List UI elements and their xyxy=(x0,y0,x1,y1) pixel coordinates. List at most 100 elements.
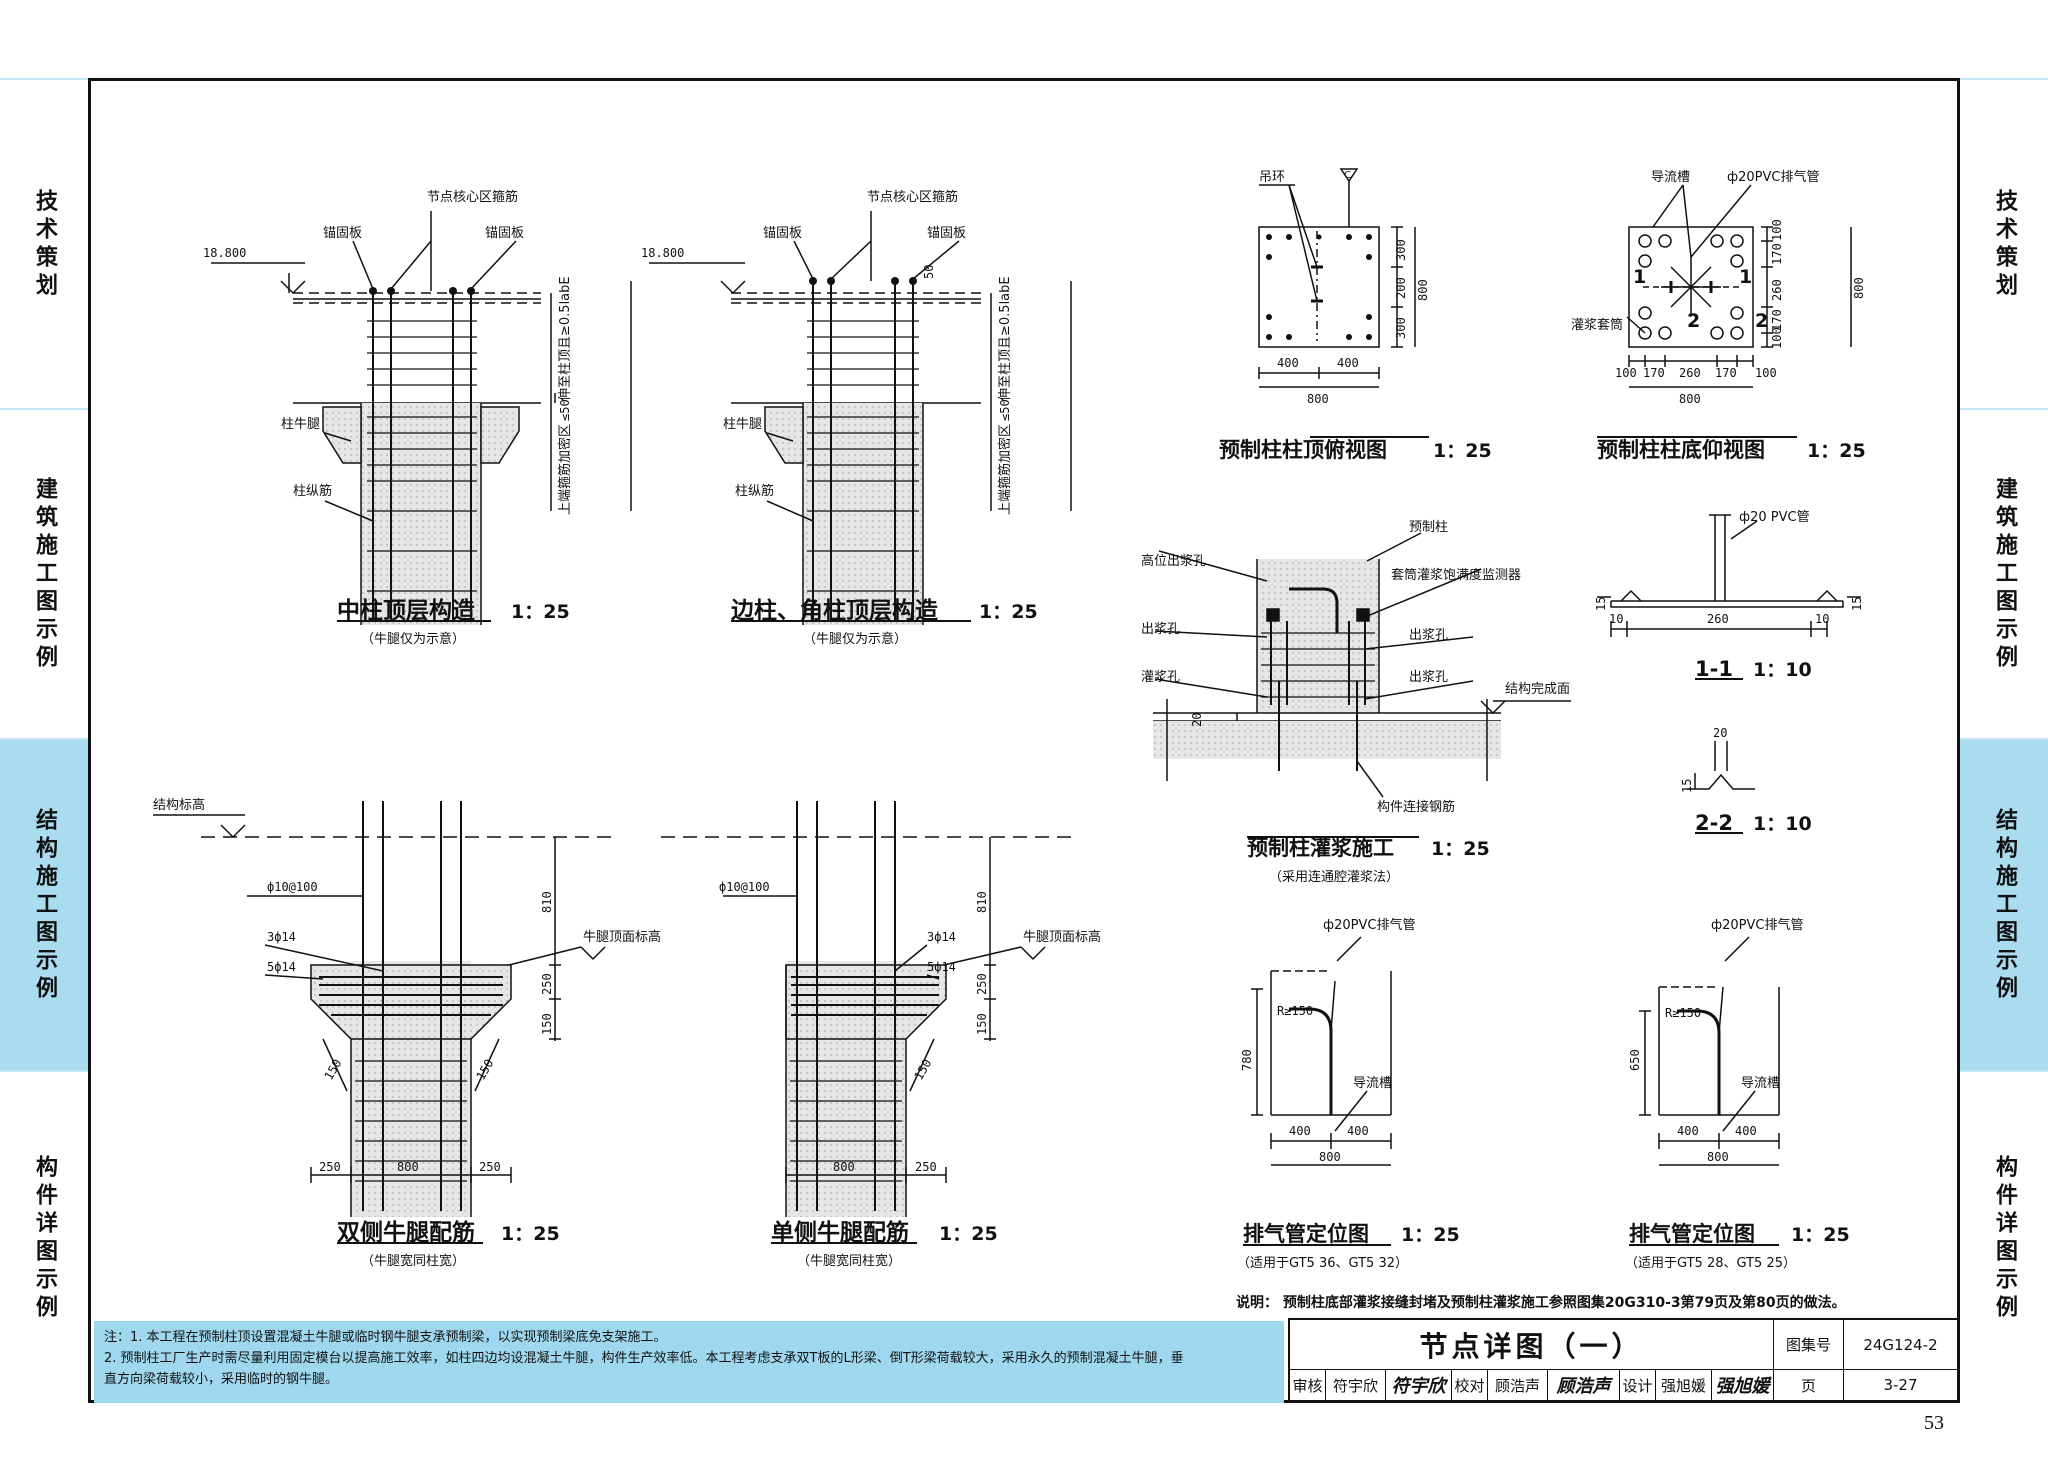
d1-le50: ≤50 xyxy=(558,399,572,421)
d6-b800: 800 xyxy=(1679,392,1701,406)
page-number: 53 xyxy=(1924,1412,1944,1434)
d4-corbel-top: 牛腿顶面标高 xyxy=(1023,929,1101,945)
d6-title: 预制柱柱底仰视图 xyxy=(1597,438,1765,462)
designer-signature: 强旭媛 xyxy=(1712,1370,1774,1401)
d3-bar3: 3ф14 xyxy=(267,930,296,944)
d11-w400-left: 400 xyxy=(1677,1124,1699,1138)
d2-extend-label: 伸至柱顶且≥0.5labE xyxy=(998,276,1013,401)
d5-scale: 1：25 xyxy=(1433,440,1492,462)
diagram-vent-position-2 xyxy=(1629,936,1780,1246)
d1-scale: 1：25 xyxy=(511,601,570,623)
d8-pvc-label: ф20 PVC管 xyxy=(1739,510,1810,525)
d3-subtitle: （牛腿宽同柱宽） xyxy=(361,1253,465,1269)
d4-bar5: 5ф14 xyxy=(927,960,956,974)
side-tab-component-right[interactable]: 构件详图示例 xyxy=(1960,1070,2048,1405)
d2-subtitle: （牛腿仅为示意） xyxy=(803,631,907,647)
designer-name: 强旭媛 xyxy=(1656,1370,1712,1401)
d5-h200: 200 xyxy=(1394,277,1408,299)
side-tab-label: 建筑施工图示例 xyxy=(32,477,57,673)
d4-bar3: 3ф14 xyxy=(927,930,956,944)
d4-dim-150: 150 xyxy=(975,1013,989,1035)
d5-h800: 800 xyxy=(1416,279,1430,301)
drawing-canvas: 中柱顶层构造 1：25 （牛腿仅为示意） 节点核心区箍筋 锚固板 锚固板 18.… xyxy=(153,168,1866,1271)
d5-lifting-ring: 吊环 xyxy=(1259,170,1285,185)
d2-le50: ≤50 xyxy=(998,399,1012,421)
d6-v260: 260 xyxy=(1770,279,1784,301)
d8-title: 1-1 xyxy=(1695,657,1733,681)
d6-b100-left: 100 xyxy=(1615,366,1637,380)
diagram-vent-position-1 xyxy=(1243,936,1392,1246)
atlas-label: 图集号 xyxy=(1774,1320,1844,1370)
d8-dim-15-right: 15 xyxy=(1850,597,1864,611)
reviewer-name: 符宇欣 xyxy=(1326,1370,1386,1401)
side-tab-structure-right[interactable]: 结构施工图示例 xyxy=(1960,738,2048,1072)
d4-width-800: 800 xyxy=(833,1160,855,1174)
d6-cut-2a: 2 xyxy=(1687,310,1700,332)
drawing-title: 节点详图（一） xyxy=(1290,1320,1774,1370)
diagram-grouting xyxy=(1153,532,1571,838)
side-tab-architecture-right[interactable]: 建筑施工图示例 xyxy=(1960,408,2048,740)
d6-cut-1a: 1 xyxy=(1633,266,1646,288)
d1-upper-end-label: 上端箍筋加密区 xyxy=(557,424,573,515)
d3-title: 双侧牛腿配筋 xyxy=(337,1219,475,1246)
d11-subtitle: （适用于GT5 28、GT5 25） xyxy=(1625,1256,1796,1271)
d2-title: 边柱、角柱顶层构造 xyxy=(731,597,939,624)
d6-pvc-label: ф20PVC排气管 xyxy=(1727,169,1819,185)
explanation-note: 说明： 预制柱底部灌浆接缝封堵及预制柱灌浆施工参照图集20G310-3第79页及… xyxy=(1236,1295,1846,1311)
diagram-column-bottom-plan xyxy=(1597,184,1852,438)
checker-name: 顾浩声 xyxy=(1488,1370,1548,1401)
page-label: 页 xyxy=(1774,1370,1844,1401)
d10-pvc-label: ф20PVC排气管 xyxy=(1323,917,1415,933)
d8-dim-10-left: 10 xyxy=(1609,612,1623,626)
d7-precast-label: 预制柱 xyxy=(1409,520,1448,535)
diagram-column-top-plan xyxy=(1258,168,1429,438)
d2-long-bar-label: 柱纵筋 xyxy=(735,483,774,499)
side-tab-structure[interactable]: 结构施工图示例 xyxy=(0,738,88,1072)
d11-w800: 800 xyxy=(1707,1150,1729,1164)
d1-long-bar-label: 柱纵筋 xyxy=(293,483,332,499)
d5-title: 预制柱柱顶俯视图 xyxy=(1219,438,1387,462)
d11-scale: 1：25 xyxy=(1791,1224,1850,1246)
d10-radius: R≥150 xyxy=(1277,1004,1313,1018)
d10-w800: 800 xyxy=(1319,1150,1341,1164)
d6-b260: 260 xyxy=(1679,366,1701,380)
side-tab-tech-planning-right[interactable]: 技术策划 xyxy=(1960,78,2048,410)
d6-cut-1b: 1 xyxy=(1739,266,1752,288)
d3-stirrup: ф10@100 xyxy=(267,880,318,894)
diagram-section-2-2 xyxy=(1687,741,1755,834)
d1-title: 中柱顶层构造 xyxy=(337,597,476,624)
d10-w400-right: 400 xyxy=(1347,1124,1369,1138)
d7-outlet-right-top: 出浆孔 xyxy=(1409,628,1448,643)
d2-corbel-label: 柱牛腿 xyxy=(723,417,762,432)
d2-upper-end-label: 上端箍筋加密区 xyxy=(997,424,1013,515)
note-line: 2. 预制柱工厂生产时需尽量利用固定模台以提高施工效率，如柱四边均设混凝土牛腿，… xyxy=(104,1351,1184,1366)
d6-scale: 1：25 xyxy=(1807,440,1866,462)
d3-dim-250: 250 xyxy=(540,973,554,995)
side-tab-architecture[interactable]: 建筑施工图示例 xyxy=(0,408,88,740)
d6-sleeve-label: 灌浆套筒 xyxy=(1571,317,1623,333)
d5-h300-top: 300 xyxy=(1394,239,1408,261)
d4-stirrup: ф10@100 xyxy=(719,880,770,894)
d3-bar5: 5ф14 xyxy=(267,960,296,974)
d2-dim-50: 50 xyxy=(922,265,936,279)
d7-connection-bar: 构件连接钢筋 xyxy=(1377,799,1455,815)
d3-slope-150-right: 150 xyxy=(473,1057,496,1083)
review-label: 审核 xyxy=(1290,1370,1326,1401)
d7-outlet-right-bottom: 出浆孔 xyxy=(1409,670,1448,685)
d4-dim-250: 250 xyxy=(975,973,989,995)
side-tab-label: 技术策划 xyxy=(1992,189,2017,301)
d3-width-250-right: 250 xyxy=(479,1160,501,1174)
diagram-center-column-top xyxy=(211,211,632,625)
d7-title: 预制柱灌浆施工 xyxy=(1247,836,1394,860)
d6-v170-top: 170 xyxy=(1770,243,1784,265)
d2-elevation: 18.800 xyxy=(641,246,684,260)
side-tab-label: 技术策划 xyxy=(32,189,57,301)
side-tab-component[interactable]: 构件详图示例 xyxy=(0,1070,88,1405)
side-tab-label: 结构施工图示例 xyxy=(1992,808,2017,1004)
side-tab-tech-planning[interactable]: 技术策划 xyxy=(0,78,88,410)
d10-subtitle: （适用于GT5 36、GT5 32） xyxy=(1237,1256,1408,1271)
d1-anchor-plate-right: 锚固板 xyxy=(485,226,524,241)
sheet-page-number: 3-27 xyxy=(1844,1370,1958,1401)
d8-dim-15-left: 15 xyxy=(1594,597,1608,611)
d5-w400-left: 400 xyxy=(1277,356,1299,370)
